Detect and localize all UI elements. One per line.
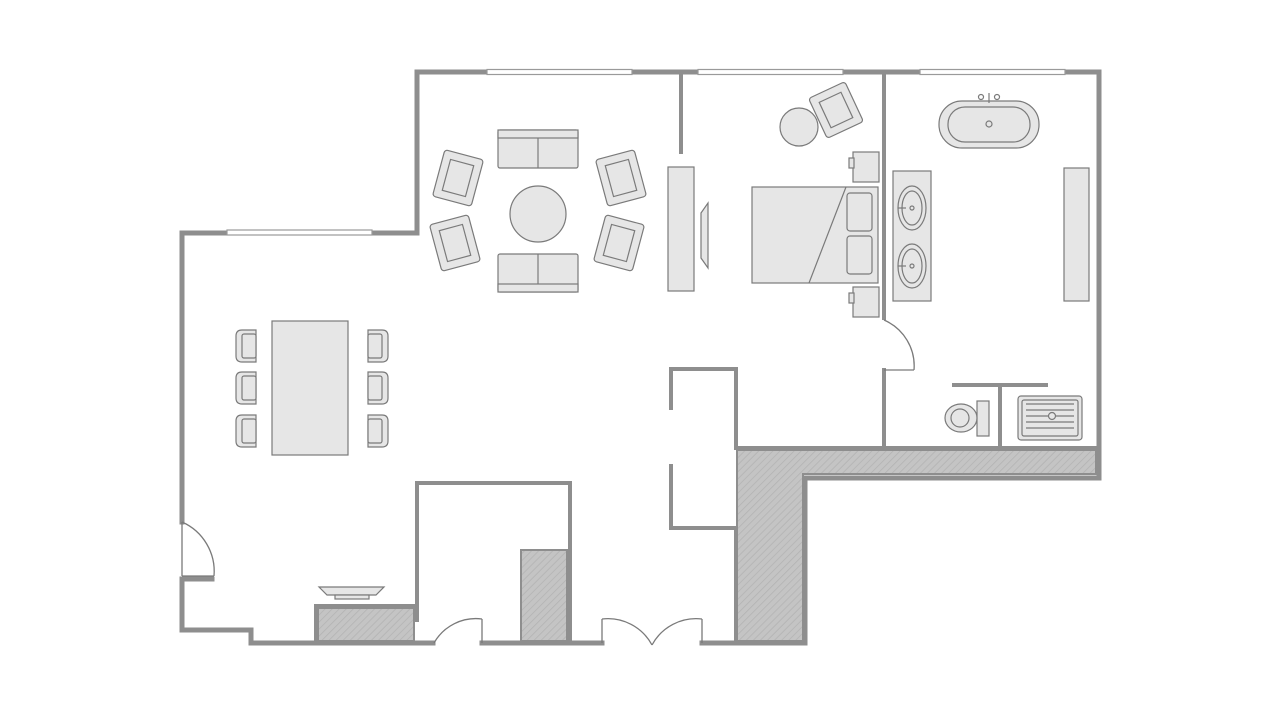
armchair-icon — [432, 149, 484, 207]
vanity-counter — [892, 170, 932, 302]
nightstand-icon — [848, 151, 880, 183]
bathtub-icon — [938, 93, 1040, 149]
round-table-icon — [509, 185, 567, 243]
bedroom — [751, 81, 880, 318]
dining-table-icon — [271, 320, 349, 456]
dining-chair-icon — [235, 329, 257, 363]
bed-icon — [751, 186, 879, 284]
sink-icon — [897, 243, 927, 289]
structural-column — [736, 449, 1097, 642]
door-icon — [181, 521, 215, 577]
toilet-icon — [944, 400, 990, 437]
bathroom — [892, 93, 1090, 441]
windows — [226, 68, 1066, 236]
door-icon — [601, 617, 703, 646]
sink-icon — [897, 185, 927, 231]
door-icon — [433, 617, 483, 644]
sofa-icon — [497, 253, 579, 293]
dining-area — [235, 320, 389, 456]
storage-blocks — [317, 449, 1097, 642]
dining-chair-icon — [367, 414, 389, 448]
interior-walls — [314, 72, 1101, 645]
window-icon — [486, 68, 633, 76]
dining-chair-icon — [235, 414, 257, 448]
window-icon — [919, 68, 1066, 76]
armchair-icon — [595, 149, 647, 207]
nightstand-icon — [848, 286, 880, 318]
door-icon — [883, 319, 915, 371]
tv-unit-icon — [667, 166, 709, 292]
armchair-icon — [808, 81, 864, 139]
shower-bench — [1063, 167, 1090, 302]
round-table-icon — [779, 107, 819, 147]
dining-chair-icon — [367, 371, 389, 405]
kitchen-sink-icon — [1017, 395, 1083, 441]
sofa-icon — [497, 129, 579, 169]
wall-shelf-icon — [317, 586, 386, 600]
dining-chair-icon — [235, 371, 257, 405]
armchair-icon — [593, 214, 645, 272]
doors — [181, 319, 915, 646]
window-icon — [226, 229, 373, 236]
living-area — [429, 129, 709, 293]
storage-closet — [520, 549, 568, 642]
window-icon — [697, 68, 844, 76]
dining-chair-icon — [367, 329, 389, 363]
armchair-icon — [429, 214, 481, 272]
storage-cabinet — [317, 607, 415, 642]
